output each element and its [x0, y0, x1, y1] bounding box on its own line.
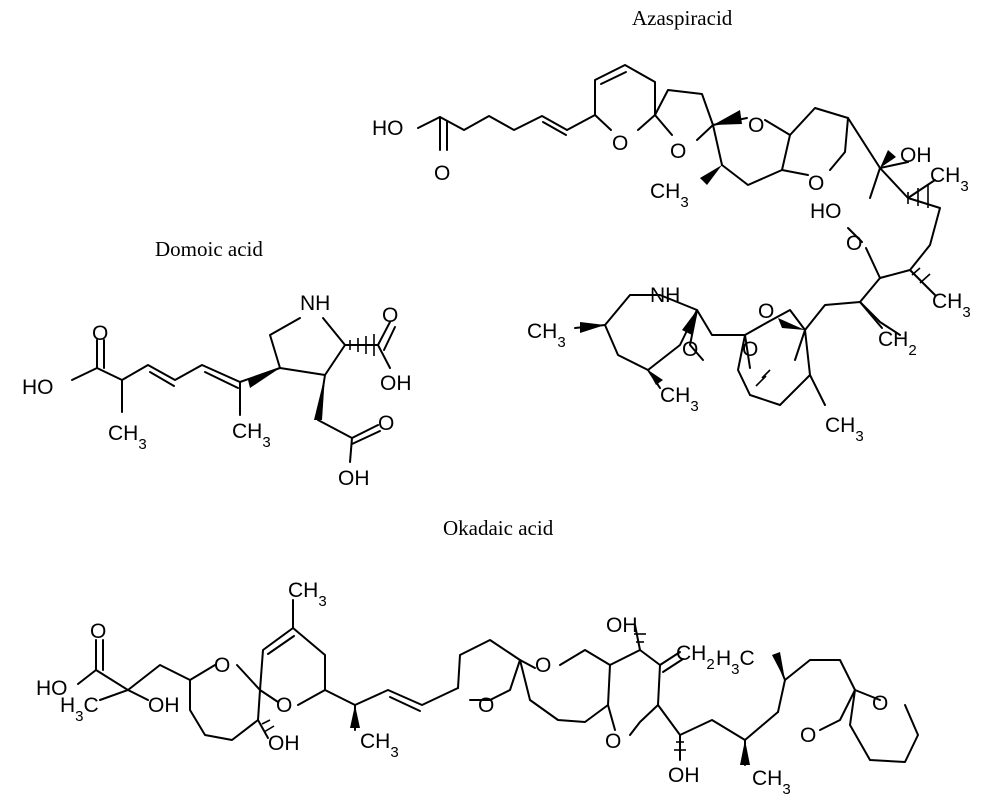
- label-o-ring4: O: [808, 172, 824, 195]
- azaspiracid-structure: HO O O O O O OH CH3 CH3 HO O CH3 CH2 NH …: [372, 64, 971, 445]
- okadaic-atom-labels: O HO H3C OH CH3 O O OH CH3 O O OH CH2 O …: [36, 579, 888, 798]
- label-o-carbonyl: O: [434, 162, 450, 185]
- domoic-label-ch3-left: CH3: [108, 422, 147, 453]
- domoic-acid-title: Domoic acid: [155, 237, 263, 261]
- okadaic-label-o-1: O: [214, 654, 230, 677]
- okadaic-label-o-6: O: [800, 724, 816, 747]
- domoic-label-nh: NH: [300, 292, 330, 315]
- domoic-label-oh-right: OH: [380, 372, 412, 395]
- label-o-ring3: O: [748, 114, 764, 137]
- okadaic-bonds: [77, 599, 919, 766]
- label-ch3-lower-a: CH3: [660, 384, 699, 415]
- okadaic-label-o-3: O: [478, 694, 494, 717]
- okadaic-label-oh-1: OH: [148, 694, 180, 717]
- domoic-atom-labels: NH O OH O HO CH3 CH3 O OH: [22, 292, 412, 490]
- label-ho-mid: HO: [810, 200, 842, 223]
- okadaic-label-ch2: CH2: [676, 642, 715, 673]
- domoic-label-ch3-mid: CH3: [232, 420, 271, 451]
- domoic-label-o-left: O: [92, 322, 108, 345]
- label-ch3-upper-right: CH3: [930, 164, 969, 195]
- domoic-label-o-bottom: O: [378, 412, 394, 435]
- okadaic-stereo: [261, 633, 785, 765]
- label-ch3-left: CH3: [527, 320, 566, 351]
- label-nh: NH: [650, 284, 680, 307]
- okadaic-label-oh-2: OH: [268, 732, 300, 755]
- label-o-ring5: O: [846, 232, 862, 255]
- azaspiracid-title: Azaspiracid: [632, 6, 733, 30]
- azaspiracid-atom-labels: HO O O O O O OH CH3 CH3 HO O CH3 CH2 NH …: [372, 114, 971, 445]
- okadaic-label-oh-top: OH: [606, 614, 638, 637]
- label-ho-acid: HO: [372, 117, 404, 140]
- label-o-bridge3: O: [742, 338, 758, 361]
- okadaic-label-o-2: O: [276, 694, 292, 717]
- okadaic-label-oh-bottom: OH: [668, 764, 700, 787]
- label-o-bridge1: O: [682, 338, 698, 361]
- okadaic-label-ch3-top: CH3: [288, 579, 327, 610]
- label-o-ring2: O: [670, 140, 686, 163]
- domoic-label-ho-left: HO: [22, 376, 54, 399]
- label-o-ring1: O: [612, 132, 628, 155]
- okadaic-label-o-5: O: [605, 730, 621, 753]
- label-ch3-upper-left: CH3: [650, 180, 689, 211]
- okadaic-acid-title: Okadaic acid: [443, 516, 554, 540]
- okadaic-acid-structure: O HO H3C OH CH3 O O OH CH3 O O OH CH2 O …: [36, 579, 919, 798]
- okadaic-label-o-acid: O: [90, 620, 106, 643]
- okadaic-label-o-7: O: [872, 692, 888, 715]
- label-o-bridge2: O: [758, 300, 774, 323]
- okadaic-label-ch3-right: CH3: [752, 767, 791, 798]
- okadaic-label-o-4: O: [535, 654, 551, 677]
- label-ch2-exo: CH2: [878, 328, 917, 359]
- domoic-label-o-top-right: O: [382, 304, 398, 327]
- domoic-label-oh-bottom: OH: [338, 467, 370, 490]
- azaspiracid-stereo-hashes: [755, 184, 931, 387]
- label-ch3-lower-b: CH3: [825, 414, 864, 445]
- domoic-acid-structure: NH O OH O HO CH3 CH3 O OH: [22, 292, 412, 490]
- okadaic-label-h3c: H3C: [60, 694, 99, 725]
- okadaic-label-ch3-mid: CH3: [360, 730, 399, 761]
- domoic-stereo: [248, 334, 375, 420]
- label-ch3-right: CH3: [932, 290, 971, 321]
- label-oh-side: OH: [900, 144, 932, 167]
- azaspiracid-stereo-wedges: [580, 110, 896, 385]
- okadaic-label-ho-acid: HO: [36, 677, 68, 700]
- okadaic-label-h3c-right: H3C: [716, 647, 755, 678]
